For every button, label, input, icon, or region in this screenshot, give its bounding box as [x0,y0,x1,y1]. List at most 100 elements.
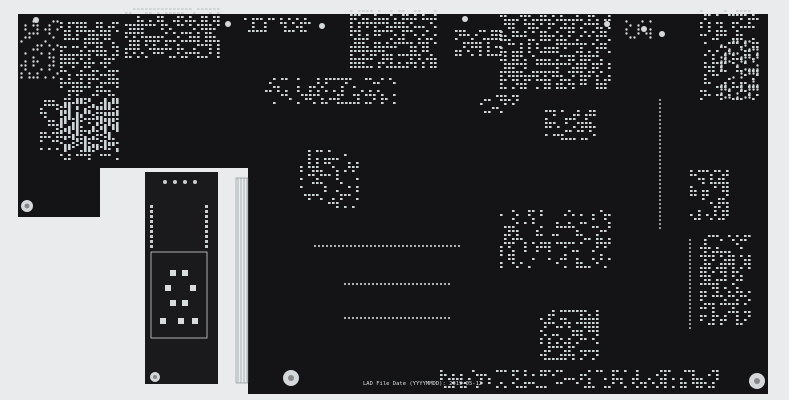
pad [273,78,276,80]
pad [708,323,711,325]
via [736,92,739,95]
via [649,36,652,39]
pad [532,71,535,73]
pad [756,70,759,72]
pad [150,235,153,238]
pad [756,74,759,76]
pad [544,334,547,336]
pad [576,43,579,45]
pad [316,194,319,196]
pad [394,18,397,20]
via [659,127,661,129]
pad [524,59,527,61]
pad [744,311,747,313]
pad [716,315,719,317]
pad [112,142,115,144]
pad [712,66,715,68]
pad [644,386,647,388]
pad [354,14,357,16]
pad [181,16,184,18]
via [48,56,51,59]
pad [708,279,711,281]
pad [304,194,307,196]
via [748,84,751,87]
pad [72,22,75,24]
pad [724,279,727,281]
pad [604,31,607,33]
pad [209,24,212,26]
via [44,40,47,43]
pad [596,39,599,41]
pad [125,36,128,38]
pad [736,319,739,321]
pad [560,55,563,57]
pad [44,112,47,114]
pad [544,15,547,17]
pad [108,138,111,140]
pad [72,62,75,64]
via [359,316,363,320]
pad [378,46,381,48]
via [333,244,337,248]
via [24,68,27,71]
pad [592,330,595,332]
pad [76,124,79,126]
via [371,282,375,286]
pad [732,26,735,28]
pad [161,20,164,22]
pad [309,86,312,88]
pad [544,386,547,388]
pad [116,150,119,152]
pad [370,10,373,12]
pad [382,18,385,20]
pad [459,50,462,52]
pad [277,90,280,92]
pad [76,62,79,64]
pad [536,250,539,252]
pad [584,63,587,65]
pad [390,26,393,28]
via [425,244,429,248]
pad [108,118,111,120]
pad [548,246,551,248]
pad [410,54,413,56]
pad [430,58,433,60]
pad [536,71,539,73]
pad [483,30,486,32]
pad [604,87,607,89]
pad [592,71,595,73]
pad [68,144,71,146]
pad [588,266,591,268]
pad [141,20,144,22]
via [736,52,739,55]
pad [76,140,79,142]
pad [170,270,176,276]
pad [393,102,396,104]
pad [60,110,63,112]
pad [584,266,587,268]
pad [714,206,717,208]
pad [112,114,115,116]
pad [568,342,571,344]
pad [736,30,739,32]
pad [398,22,401,24]
pad [548,322,551,324]
pad [652,382,655,384]
pad [716,283,719,285]
pad [528,43,531,45]
pad [548,39,551,41]
pad [104,82,107,84]
pad [564,322,567,324]
pad [108,154,111,156]
pad [608,226,611,228]
pad [552,71,555,73]
via [744,56,747,59]
pad [548,19,551,21]
pad [656,374,659,376]
pad [540,242,543,244]
via [367,316,371,320]
pad [690,190,693,192]
pad [544,51,547,53]
pad [704,243,707,245]
via [756,88,759,91]
